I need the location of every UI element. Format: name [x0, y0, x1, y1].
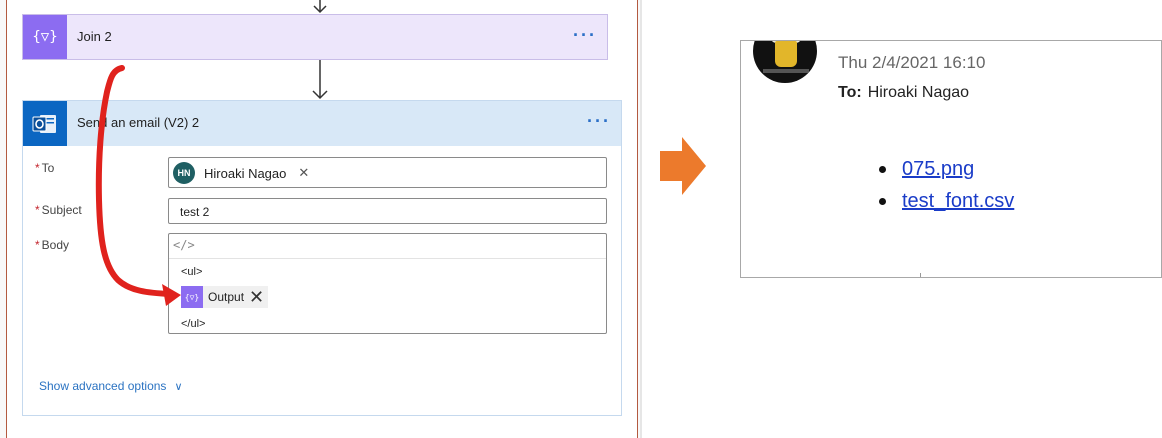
- to-field-label: *To: [35, 161, 54, 175]
- email-date: Thu 2/4/2021 16:10: [838, 53, 986, 72]
- join-more-options-button[interactable]: ···: [573, 25, 597, 45]
- token-variable-icon: {▽}: [181, 286, 203, 308]
- variable-join-icon: {▽}: [23, 15, 67, 59]
- orange-right-arrow-icon: [660, 137, 706, 195]
- subject-field-label: *Subject: [35, 203, 82, 217]
- token-label: Output: [208, 290, 245, 304]
- avatar-caption-shape: [763, 69, 809, 73]
- bullet-icon: [879, 165, 886, 173]
- subject-required-mark: *: [35, 203, 40, 217]
- body-line-ul-open: <ul>: [181, 266, 203, 278]
- recipient-name: Hiroaki Nagao: [204, 165, 287, 181]
- chevron-down-icon: ∨: [174, 381, 183, 393]
- subject-value: test 2: [180, 205, 210, 219]
- dynamic-content-token[interactable]: {▽} Output ✕: [181, 286, 269, 308]
- to-required-mark: *: [35, 161, 40, 175]
- attachment-list: 075.png test_font.csv: [879, 153, 1014, 217]
- to-input[interactable]: HN Hiroaki Nagao ✕: [168, 157, 607, 188]
- red-annotation-arrow-icon: [95, 65, 181, 306]
- advanced-options-label: Show advanced options: [39, 379, 167, 393]
- send-email-card-title: Send an email (V2) 2: [77, 115, 200, 130]
- recipient-avatar: HN: [173, 162, 195, 184]
- connector-top-arrow: [313, 0, 327, 14]
- body-editor-toolbar: </>: [169, 234, 606, 259]
- attachment-link[interactable]: test_font.csv: [902, 189, 1015, 212]
- attachment-link[interactable]: 075.png: [902, 157, 975, 180]
- send-email-action-card: Send an email (V2) 2 ··· *To HN Hiroaki …: [22, 100, 622, 416]
- body-label-text: Body: [41, 238, 70, 252]
- list-item: test_font.csv: [879, 185, 1014, 217]
- email-recipient-line: To: Hiroaki Nagao: [838, 84, 969, 102]
- recipient-chip[interactable]: HN Hiroaki Nagao ✕: [173, 162, 309, 184]
- show-advanced-options-link[interactable]: Show advanced options ∨: [39, 379, 183, 393]
- email-preview-pane: Thu 2/4/2021 16:10 To: Hiroaki Nagao 075.…: [740, 40, 1162, 278]
- preview-scroll-marker: [920, 273, 921, 277]
- join-action-card[interactable]: {▽} Join 2 ···: [22, 14, 608, 60]
- remove-recipient-icon[interactable]: ✕: [298, 165, 310, 180]
- send-email-more-options-button[interactable]: ···: [587, 111, 611, 131]
- outlook-mail-icon: [23, 101, 67, 146]
- flow-designer-edge: [640, 0, 642, 438]
- remove-token-icon[interactable]: ✕: [249, 287, 265, 307]
- avatar-glass-shape: [775, 41, 797, 67]
- connector-middle-arrow: [312, 60, 328, 100]
- body-field-label: *Body: [35, 238, 69, 252]
- code-view-icon[interactable]: </>: [173, 238, 195, 252]
- send-email-card-header[interactable]: Send an email (V2) 2 ···: [23, 101, 621, 146]
- email-to-value: Hiroaki Nagao: [867, 84, 970, 101]
- body-editor[interactable]: </> <ul> {▽} Output ✕ </ul>: [168, 233, 607, 334]
- body-required-mark: *: [35, 238, 40, 252]
- sender-avatar: [753, 41, 817, 83]
- list-item: 075.png: [879, 153, 1014, 185]
- subject-input[interactable]: test 2: [168, 198, 607, 224]
- join-card-title: Join 2: [77, 29, 112, 44]
- email-to-label: To:: [838, 84, 862, 101]
- subject-label-text: Subject: [41, 203, 82, 217]
- body-line-ul-close: </ul>: [181, 318, 206, 330]
- to-label-text: To: [41, 161, 55, 175]
- bullet-icon: [879, 197, 886, 205]
